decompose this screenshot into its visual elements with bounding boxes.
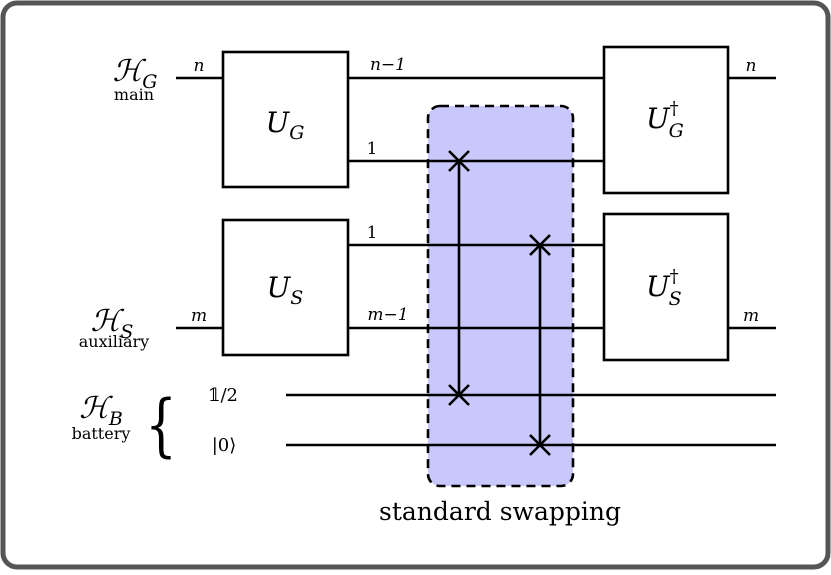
space-g-caption: main xyxy=(114,85,154,104)
wire-label-g-top: n−1 xyxy=(370,55,406,75)
gate-ug-dagger-box xyxy=(602,45,730,195)
space-b-symbol: ℋB xyxy=(79,391,123,430)
space-s-symbol: ℋS xyxy=(91,304,134,343)
dim-label-s-in: m xyxy=(191,306,207,326)
gate-us-label: US xyxy=(267,271,304,309)
wire-label-g-bottom: 1 xyxy=(367,139,378,159)
dim-label-g-in: n xyxy=(194,56,205,76)
space-b-label: ℋB battery { xyxy=(72,387,177,466)
gate-ug-dagger: U†G xyxy=(602,45,730,195)
wire-label-out-s: m xyxy=(743,306,759,326)
gate-ug-box xyxy=(221,50,350,189)
gate-us-dagger: U†S xyxy=(602,212,730,362)
swap-1-top-cross xyxy=(448,150,470,172)
gate-us-dagger-label: U†S xyxy=(646,266,682,310)
gate-us-box xyxy=(221,218,350,357)
swap-2-top-cross xyxy=(529,234,551,256)
wire-label-out-g: n xyxy=(746,56,757,76)
space-g-label: ℋG main xyxy=(113,54,158,104)
wire-label-s-bottom: m−1 xyxy=(367,305,408,325)
wire-label-s-top: 1 xyxy=(367,223,378,243)
swap-gate-2 xyxy=(529,234,551,456)
swap-2-bottom-cross xyxy=(529,434,551,456)
space-g-symbol: ℋG xyxy=(113,54,158,93)
battery-brace: { xyxy=(145,387,177,466)
space-s-caption: auxiliary xyxy=(79,332,149,351)
battery-input-zero: |0⟩ xyxy=(212,435,237,456)
gate-us: US xyxy=(221,218,350,357)
gate-ug: UG xyxy=(221,50,350,189)
gate-us-dagger-box xyxy=(602,212,730,362)
space-s-label: ℋS auxiliary xyxy=(79,304,149,351)
battery-input-mixed: 𝟙/2 xyxy=(208,385,238,406)
swap-1-bottom-cross xyxy=(448,384,470,406)
swap-gate-1 xyxy=(448,150,470,406)
swap-region xyxy=(426,104,575,488)
space-b-caption: battery xyxy=(72,424,131,443)
gate-ug-dagger-label: U†G xyxy=(646,98,684,142)
swap-caption: standard swapping xyxy=(379,497,621,526)
gate-ug-label: UG xyxy=(266,106,305,144)
